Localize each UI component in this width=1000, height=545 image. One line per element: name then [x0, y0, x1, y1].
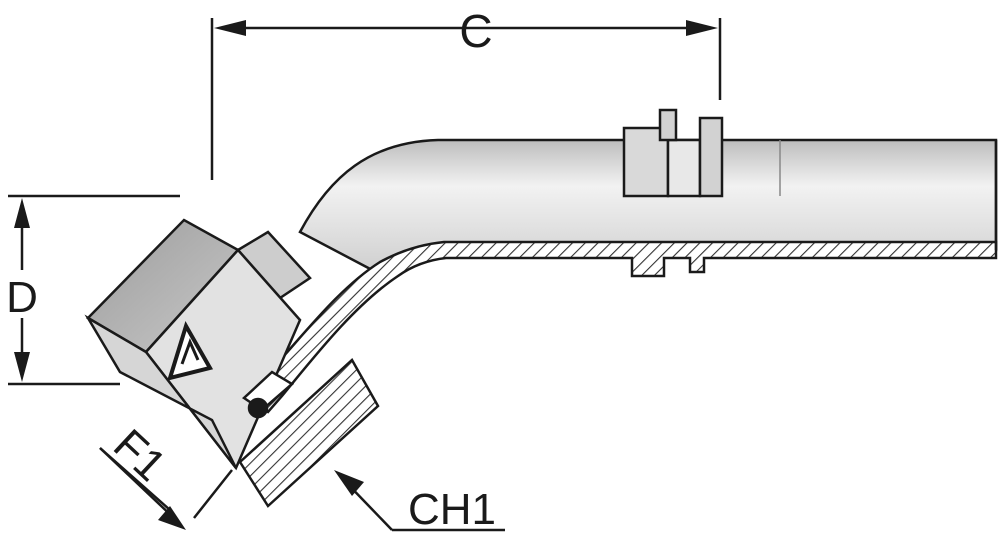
dimension-c-arrow-left	[214, 20, 246, 36]
tail-collar-groove	[666, 138, 702, 198]
dimension-c-arrow-right	[686, 20, 718, 36]
dimension-d-arrow-bottom	[14, 352, 30, 382]
dimension-f1-extension-right	[193, 469, 233, 519]
dimension-f1	[99, 447, 233, 530]
triangle-logo-icon	[167, 320, 214, 381]
dimension-c-label: C	[459, 5, 492, 57]
tail-collar-lug	[658, 108, 678, 142]
dimension-f1-label: F1	[104, 420, 175, 491]
fitting-tail	[246, 108, 998, 414]
nut-section-hatch	[238, 358, 380, 508]
dimension-ch1-label: CH1	[408, 485, 496, 534]
tail-section-hatch	[246, 240, 998, 414]
tail-collar-ring	[698, 116, 724, 198]
swivel-nut	[84, 218, 380, 508]
dimension-d-arrow-top	[14, 198, 30, 228]
dimension-ch1	[334, 470, 505, 532]
dimension-f1-arrow	[158, 506, 186, 530]
dimension-d-label: D	[6, 273, 38, 322]
dimension-ch1-arrow	[334, 470, 364, 496]
dimension-f1-line	[99, 447, 177, 521]
triangle-logo-mark	[180, 337, 200, 365]
dimension-c	[210, 18, 722, 180]
dimension-d	[8, 194, 180, 386]
o-ring	[247, 397, 269, 419]
nut-lower-face	[84, 314, 238, 469]
